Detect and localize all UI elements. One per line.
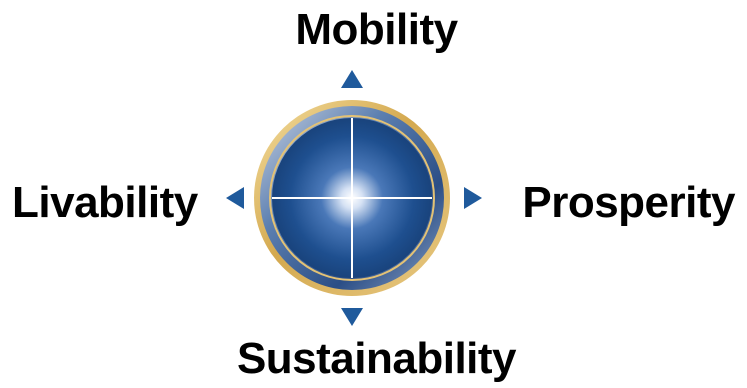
label-mobility: Mobility [295,5,458,54]
compass-inner-gold-line [269,115,435,281]
label-prosperity: Prosperity [522,178,735,227]
arrow-right-icon [464,187,482,209]
arrow-down-icon [341,308,363,326]
arrow-left-icon [226,187,244,209]
label-livability: Livability [12,178,198,227]
label-sustainability: Sustainability [236,334,517,383]
arrow-up-icon [341,70,363,88]
